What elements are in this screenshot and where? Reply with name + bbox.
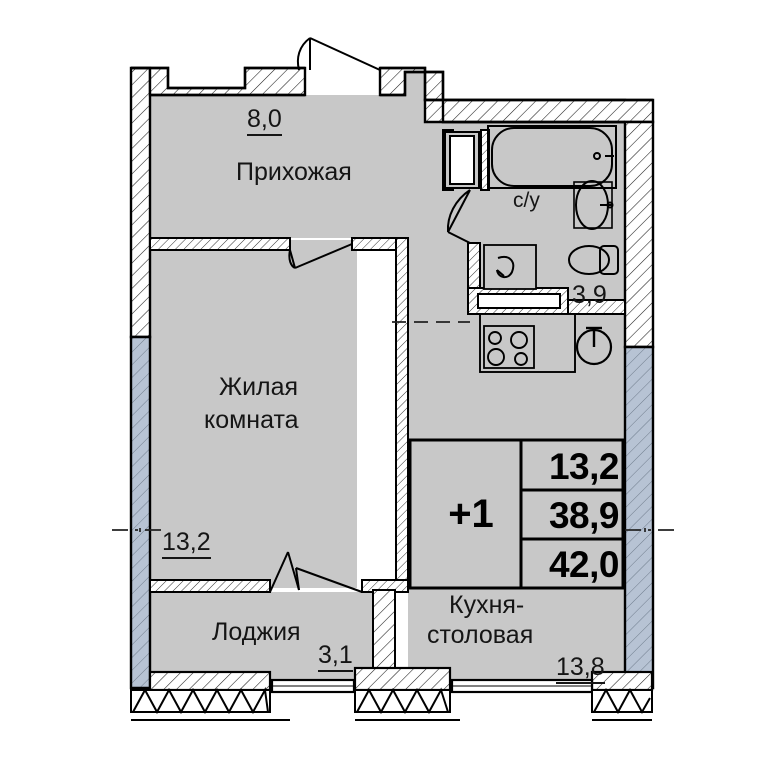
badge-total-area-with-loggia: 42,0 bbox=[548, 544, 620, 585]
kitchen-area-label: 13,8 bbox=[556, 654, 605, 684]
kitchen-fixtures bbox=[479, 313, 613, 373]
hallway-area-label: 8,0 bbox=[247, 106, 282, 136]
wall-outlines bbox=[131, 66, 653, 124]
loggia-name-label: Лоджия bbox=[212, 618, 301, 646]
badge-room-count: +1 bbox=[448, 492, 494, 536]
axis-centerlines bbox=[112, 321, 676, 532]
exterior-walls bbox=[129, 66, 655, 690]
doors bbox=[269, 37, 471, 593]
living-room-name-line2: комната bbox=[204, 406, 299, 434]
kitchen-name-line2: столовая bbox=[427, 621, 534, 649]
loggia-area-label: 3,1 bbox=[318, 642, 353, 672]
bathroom-name-label: с/у bbox=[513, 189, 540, 212]
insulation-zigzag bbox=[130, 686, 653, 721]
badge-living-area: 13,2 bbox=[548, 446, 620, 487]
kitchen-name-line1: Кухня- bbox=[449, 591, 525, 619]
living-room-name-line1: Жилая bbox=[219, 373, 299, 401]
bathroom-fixtures bbox=[444, 125, 619, 290]
badge-total-area-without-loggia: 38,9 bbox=[548, 495, 620, 536]
bathroom-area-label: 3,9 bbox=[572, 281, 607, 309]
bottom-wall-band bbox=[148, 666, 654, 694]
summary-badge-frame bbox=[408, 438, 625, 590]
living-room-area-label: 13,2 bbox=[162, 529, 211, 559]
hallway-name-label: Прихожая bbox=[236, 158, 352, 186]
